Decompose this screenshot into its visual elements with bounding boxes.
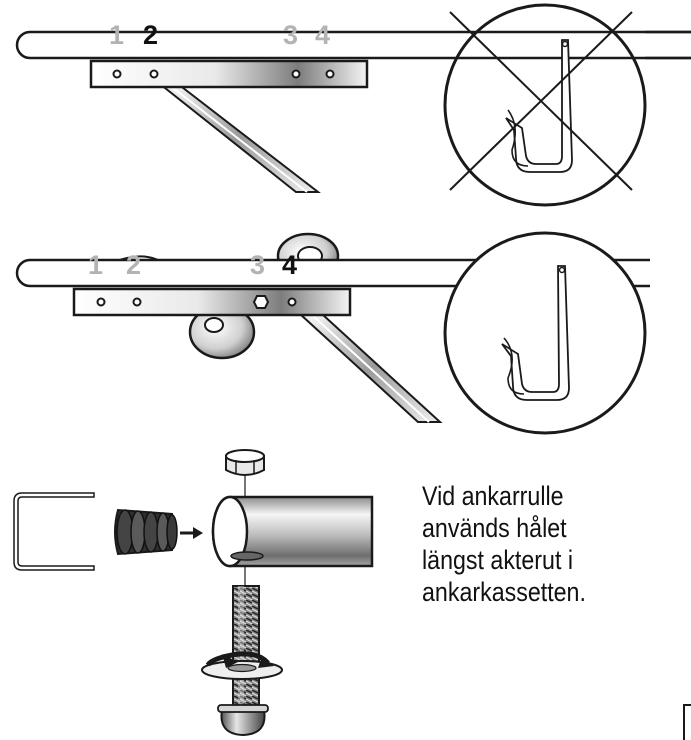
- hole-number-2: 2: [126, 250, 141, 280]
- instruction-caption: Vid ankarrulle används hålet längst akte…: [422, 480, 646, 608]
- caption-line-1: Vid ankarrulle: [422, 481, 564, 511]
- panel-bottom-assembly: [13, 449, 374, 737]
- hook-clip-detail: [501, 265, 570, 401]
- hole-1: [96, 297, 106, 307]
- threaded-bolt: [232, 566, 260, 707]
- support-strut: [157, 83, 321, 193]
- hole-1: [112, 69, 122, 79]
- hex-nut: [225, 449, 265, 497]
- insert-arrow-icon: [180, 527, 203, 539]
- detail-circle-correct: [443, 231, 647, 435]
- cross-mark-icon-2: [449, 11, 633, 191]
- corner-mark: [683, 704, 691, 740]
- hole-number-2-selected: 2: [143, 20, 158, 50]
- u-bracket: [13, 492, 95, 571]
- rotate-arrow-icon: [205, 651, 274, 668]
- bolt-head: [217, 704, 269, 737]
- caption-line-2: används hålet: [422, 513, 567, 543]
- mounting-plate: [72, 287, 352, 317]
- caption-line-3: längst akterut i: [422, 545, 574, 575]
- hex-nut-in-hole-3: [252, 295, 270, 309]
- hole-number-1: 1: [109, 20, 124, 50]
- tube-section: [211, 495, 374, 568]
- hole-4: [325, 69, 335, 79]
- hole-3: [291, 69, 301, 79]
- hole-number-4-selected: 4: [282, 250, 297, 280]
- hole-4: [287, 297, 297, 307]
- hole-number-3: 3: [250, 250, 265, 280]
- threaded-plug: [114, 508, 178, 556]
- panel-top-incorrect: 1 2 3 4: [15, 3, 691, 207]
- tube-hole: [230, 551, 264, 561]
- mounting-plate: [89, 59, 369, 89]
- panel-middle-correct: 1 2 3 4: [15, 231, 650, 435]
- hook-clip-detail: [505, 39, 573, 173]
- hole-number-1: 1: [88, 250, 103, 280]
- hole-2: [132, 297, 142, 307]
- hole-number-4: 4: [315, 20, 330, 50]
- support-strut: [297, 313, 443, 423]
- hole-number-3: 3: [283, 20, 298, 50]
- caption-line-4: ankarkassetten.: [422, 577, 586, 607]
- hole-2: [149, 69, 159, 79]
